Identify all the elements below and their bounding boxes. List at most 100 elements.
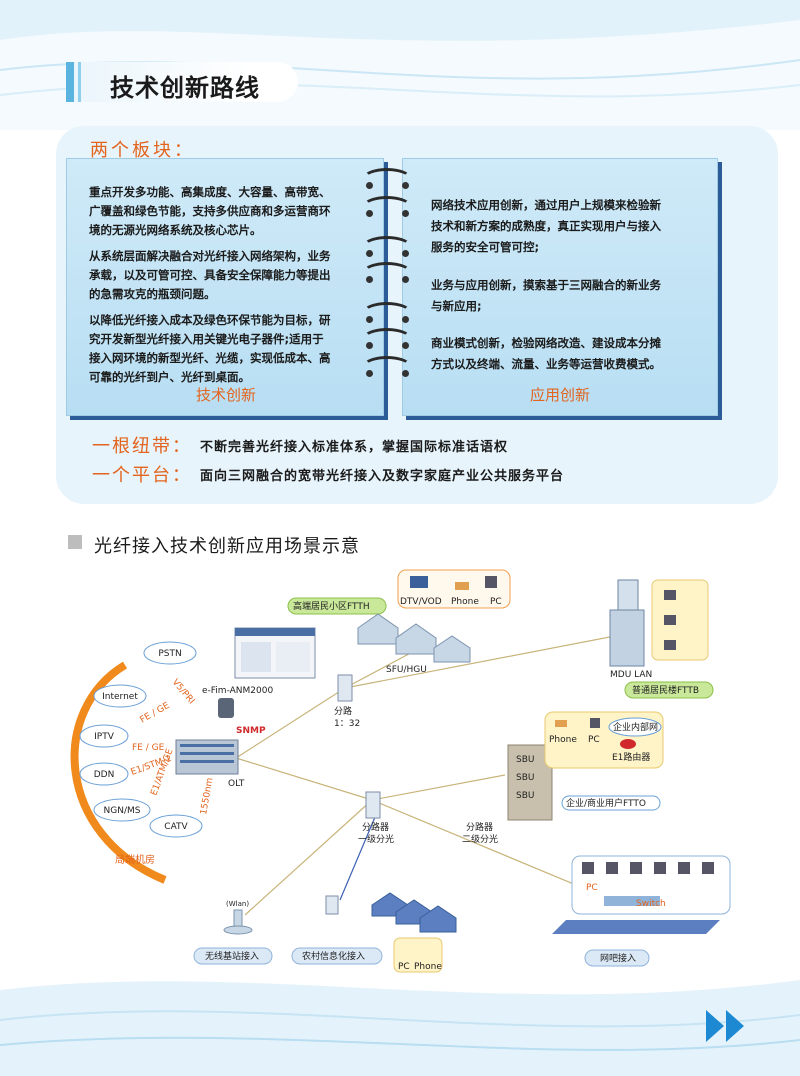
- splitter-2-label: 分路器: [362, 821, 389, 833]
- rural-devices-box: [393, 937, 443, 973]
- ring-dot: [366, 250, 373, 257]
- ddn-label: DDN: [94, 770, 115, 780]
- rural-label: 农村信息化接入: [302, 950, 365, 962]
- ftto-device-phone: Phone: [549, 735, 577, 745]
- pc-icon: [654, 862, 666, 874]
- house-icon: [395, 623, 437, 655]
- tech-innovation-footer: 技术创新: [196, 386, 257, 404]
- binder-ring: [362, 236, 412, 258]
- phone-icon: [455, 582, 469, 590]
- ring-dot: [402, 276, 409, 283]
- pc-icon: [630, 862, 642, 874]
- platform-label: 一个平台：: [92, 465, 192, 486]
- interface-v5-pri: V5/PRI: [170, 678, 196, 707]
- sbu-label-1: SBU: [516, 755, 534, 765]
- fttb-badge: [624, 681, 714, 699]
- house-icon: [433, 635, 471, 663]
- olt-slot: [180, 752, 234, 755]
- ftth-badge: [287, 597, 387, 615]
- ring-dot: [366, 370, 373, 377]
- tower-mast: [233, 909, 243, 929]
- page-title: 技术创新路线: [110, 74, 260, 102]
- binder-ring: [362, 262, 412, 284]
- tech-innovation-card: 重点开发多功能、高集成度、大容量、高带宽、广覆盖和绿色节能，支持多供应商和多运营…: [66, 158, 384, 416]
- pc-icon: [664, 615, 676, 625]
- two-blocks-label: 两个板块：: [90, 140, 195, 161]
- ftth-device-pc: PC: [490, 597, 502, 607]
- right-paragraph-3: 商业模式创新，检验网络改造、建设成本分摊方式以及终端、流量、业务等运营收费模式。: [431, 336, 661, 371]
- fiber-line: [244, 799, 373, 916]
- nms-server: [218, 698, 234, 718]
- tower-base: [223, 925, 253, 935]
- ngn-cloud: [93, 798, 151, 822]
- ftto-label: 企业/商业用户FTTO: [566, 797, 646, 809]
- next-page-icon[interactable]: [704, 1008, 750, 1044]
- mdu-label: MDU LAN: [610, 670, 652, 680]
- fttb-label: 普通居民楼FTTB: [632, 684, 699, 696]
- wireless-badge: [193, 947, 273, 965]
- netbar-pc-label: PC: [586, 883, 598, 893]
- title-accent-bar-thin: [78, 62, 81, 102]
- iptv-label: IPTV: [94, 732, 115, 742]
- rural-device-pc: PC: [398, 962, 410, 972]
- interface-1550nm: 1550nm: [199, 777, 215, 816]
- app-innovation-footer: 应用创新: [530, 386, 591, 404]
- ring-dot: [402, 250, 409, 257]
- binder-ring: [362, 356, 412, 378]
- nms-screen-panel: [241, 642, 271, 672]
- olt-slot: [180, 744, 234, 747]
- pc-icon: [664, 590, 676, 600]
- rural-link: [339, 809, 379, 901]
- app-innovation-card: 网络技术应用创新，通过用户上规模来检验新技术和新方案的成熟度，真正实现用户与接入…: [402, 158, 718, 416]
- netbar-floor: [552, 920, 720, 934]
- fiber-line: [344, 647, 421, 689]
- ring-dot: [366, 276, 373, 283]
- splitter-2-stage: 一级分光: [358, 833, 394, 845]
- rural-badge: [291, 947, 383, 965]
- pstn-cloud: [143, 641, 197, 665]
- ftth-device-dtv: DTV/VOD: [400, 597, 442, 607]
- ftto-badge: [561, 795, 661, 811]
- pc-icon: [485, 576, 497, 588]
- pc-icon: [590, 718, 600, 728]
- fiber-line: [371, 774, 506, 801]
- olt-label: OLT: [228, 779, 245, 789]
- splitter-3-stage: 二级分光: [462, 833, 498, 845]
- rural-houses: [371, 892, 457, 933]
- binder-ring: [362, 328, 412, 350]
- ddn-cloud: [79, 762, 129, 786]
- pc-icon: [582, 862, 594, 874]
- splitter-1-ratio: 1：32: [334, 719, 360, 729]
- ring-dot: [402, 370, 409, 377]
- tv-icon: [410, 576, 428, 588]
- pstn-label: PSTN: [158, 649, 181, 659]
- hub-label: 一根纽带：: [92, 436, 192, 457]
- platform-text: 面向三网融合的宽带光纤接入及数字家庭产业公共服务平台: [200, 469, 565, 484]
- fttb-devices-box: [651, 579, 709, 661]
- interface-fe-ge-2: FE / GE: [132, 743, 165, 753]
- ring-dot: [402, 316, 409, 323]
- ring-dot: [402, 182, 409, 189]
- mdu-building: [609, 609, 645, 667]
- catv-label: CATV: [164, 822, 188, 832]
- interface-e1-atm-ge: E1/ATM/GE: [149, 747, 175, 797]
- intranet-label: 企业内部网: [613, 721, 658, 733]
- wireless-tower: [223, 909, 253, 935]
- scene-title: 光纤接入技术创新应用场景示意: [94, 536, 360, 557]
- left-paragraph-2: 从系统层面解决融合对光纤接入网络架构，业务承载，以及可管可控、具备安全保障能力等…: [89, 249, 331, 301]
- router-icon: [620, 739, 636, 749]
- fiber-line: [235, 757, 373, 801]
- switch-icon: [604, 896, 660, 906]
- ring-dot: [402, 210, 409, 217]
- netbar-label: 网吧接入: [600, 952, 636, 964]
- central-office-label: 局端机房: [115, 853, 155, 866]
- background-bottom-wave: [0, 980, 800, 1076]
- mdu-building-top: [617, 579, 639, 611]
- interface-fe-ge-1: FE / GE: [139, 701, 172, 726]
- wireless-label: 无线基站接入: [205, 950, 259, 962]
- splitter-2-box: [365, 791, 381, 819]
- splitter-3-label: 分路器: [466, 821, 493, 833]
- sbu-label-2: SBU: [516, 773, 534, 783]
- binder-ring: [362, 168, 412, 190]
- fiber-access-diagram: PSTN Internet IPTV DDN NGN/MS CATV V5/PR…: [70, 569, 731, 973]
